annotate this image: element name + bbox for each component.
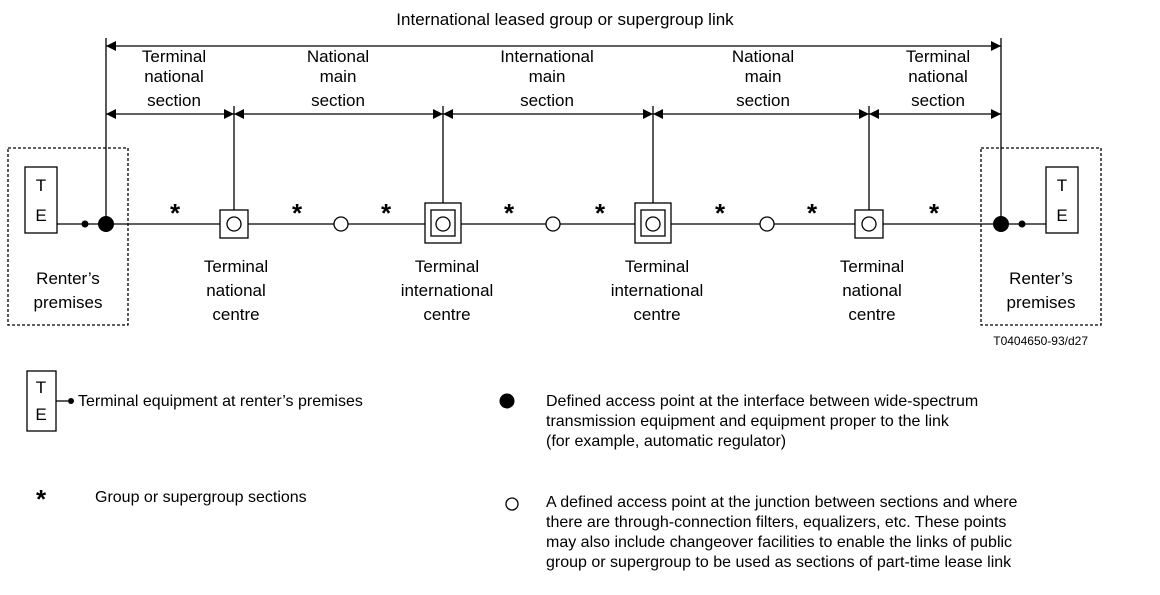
legend-filled-point-text: Defined access point at the interface be…: [546, 393, 978, 450]
right-filled-access-point: [993, 216, 1009, 232]
right-premises-label: Renter’s premises: [1007, 269, 1076, 312]
svg-text:main: main: [529, 67, 566, 86]
section-asterisk-1: *: [170, 198, 181, 228]
svg-text:T: T: [36, 176, 46, 195]
legend-filled-point-symbol: [499, 393, 515, 409]
svg-text:section: section: [520, 91, 574, 110]
legend-open-point-symbol: [505, 497, 519, 511]
svg-text:E: E: [35, 206, 46, 225]
terminal-national-centre-1: [219, 209, 249, 239]
section-asterisk-4: *: [504, 198, 515, 228]
open-access-point-3: [759, 216, 775, 232]
svg-text:(for example, automatic regula: (for example, automatic regulator): [546, 433, 786, 450]
right-premises-box: [980, 147, 1102, 326]
svg-text:Renter’s: Renter’s: [1009, 269, 1073, 288]
svg-text:centre: centre: [848, 305, 895, 324]
svg-text:Defined access point at the in: Defined access point at the interface be…: [546, 393, 978, 410]
open-access-point-2: [545, 216, 561, 232]
left-premises-box: [7, 147, 129, 326]
svg-text:national: national: [908, 67, 968, 86]
right-te-terminal-dot: [1018, 220, 1026, 228]
centre-label-1: Terminal national centre: [204, 257, 268, 324]
svg-text:international: international: [401, 281, 494, 300]
left-filled-access-point: [98, 216, 114, 232]
svg-text:T: T: [36, 378, 46, 397]
left-te-terminal-dot: [81, 220, 89, 228]
legend-open-point-text: A defined access point at the junction b…: [546, 494, 1018, 571]
svg-text:Terminal: Terminal: [415, 257, 479, 276]
left-premises-label: Renter’s premises: [34, 269, 103, 312]
legend-te-text: Terminal equipment at renter’s premises: [78, 393, 363, 410]
legend-asterisk-text: Group or supergroup sections: [95, 489, 307, 506]
svg-text:group or supergroup to be used: group or supergroup to be used as sectio…: [546, 554, 1012, 571]
section-label-4: National main section: [732, 47, 794, 110]
section-label-2: National main section: [307, 47, 369, 110]
svg-text:National: National: [732, 47, 794, 66]
svg-text:A defined access point at the: A defined access point at the junction b…: [546, 494, 1018, 511]
svg-text:Terminal: Terminal: [142, 47, 206, 66]
svg-text:E: E: [35, 405, 46, 424]
left-te-box: T E: [24, 166, 58, 234]
section-asterisk-5: *: [595, 198, 606, 228]
right-te-box: T E: [1045, 166, 1079, 234]
svg-text:centre: centre: [423, 305, 470, 324]
centre-label-2: Terminal international centre: [401, 257, 494, 324]
section-asterisk-3: *: [381, 198, 392, 228]
section-asterisk-2: *: [292, 198, 303, 228]
section-label-3: International main section: [500, 47, 594, 110]
svg-text:International: International: [500, 47, 594, 66]
svg-text:section: section: [911, 91, 965, 110]
svg-text:E: E: [1056, 206, 1067, 225]
svg-text:national: national: [144, 67, 204, 86]
svg-text:Renter’s: Renter’s: [36, 269, 100, 288]
centre-label-4: Terminal national centre: [840, 257, 904, 324]
svg-text:national: national: [206, 281, 266, 300]
svg-text:main: main: [320, 67, 357, 86]
section-label-5: Terminal national section: [906, 47, 970, 110]
svg-text:National: National: [307, 47, 369, 66]
top-link-label: International leased group or supergroup…: [396, 10, 734, 29]
svg-text:Terminal: Terminal: [204, 257, 268, 276]
svg-text:T: T: [1057, 176, 1067, 195]
svg-text:international: international: [611, 281, 704, 300]
svg-text:section: section: [736, 91, 790, 110]
svg-text:centre: centre: [212, 305, 259, 324]
terminal-national-centre-2: [854, 209, 884, 239]
open-access-point-1: [333, 216, 349, 232]
legend-te-symbol: T E: [26, 370, 74, 432]
svg-text:there are through-connection f: there are through-connection filters, eq…: [546, 514, 1006, 531]
legend-asterisk-symbol: *: [36, 484, 47, 514]
svg-text:transmission equipment and equ: transmission equipment and equipment pro…: [546, 413, 950, 430]
section-label-1: Terminal national section: [142, 47, 206, 110]
terminal-international-centre-2: [634, 202, 672, 244]
terminal-international-centre-1: [424, 202, 462, 244]
svg-text:main: main: [745, 67, 782, 86]
svg-text:Terminal: Terminal: [906, 47, 970, 66]
svg-text:Terminal: Terminal: [625, 257, 689, 276]
svg-text:premises: premises: [34, 293, 103, 312]
figure-reference: T0404650-93/d27: [993, 334, 1088, 348]
centre-label-3: Terminal international centre: [611, 257, 704, 324]
svg-text:section: section: [311, 91, 365, 110]
section-asterisk-6: *: [715, 198, 726, 228]
svg-text:Terminal: Terminal: [840, 257, 904, 276]
section-asterisk-7: *: [807, 198, 818, 228]
section-asterisk-8: *: [929, 198, 940, 228]
svg-text:may also include changeover fa: may also include changeover facilities t…: [546, 534, 1012, 551]
svg-text:section: section: [147, 91, 201, 110]
svg-text:centre: centre: [633, 305, 680, 324]
svg-text:national: national: [842, 281, 902, 300]
svg-text:premises: premises: [1007, 293, 1076, 312]
